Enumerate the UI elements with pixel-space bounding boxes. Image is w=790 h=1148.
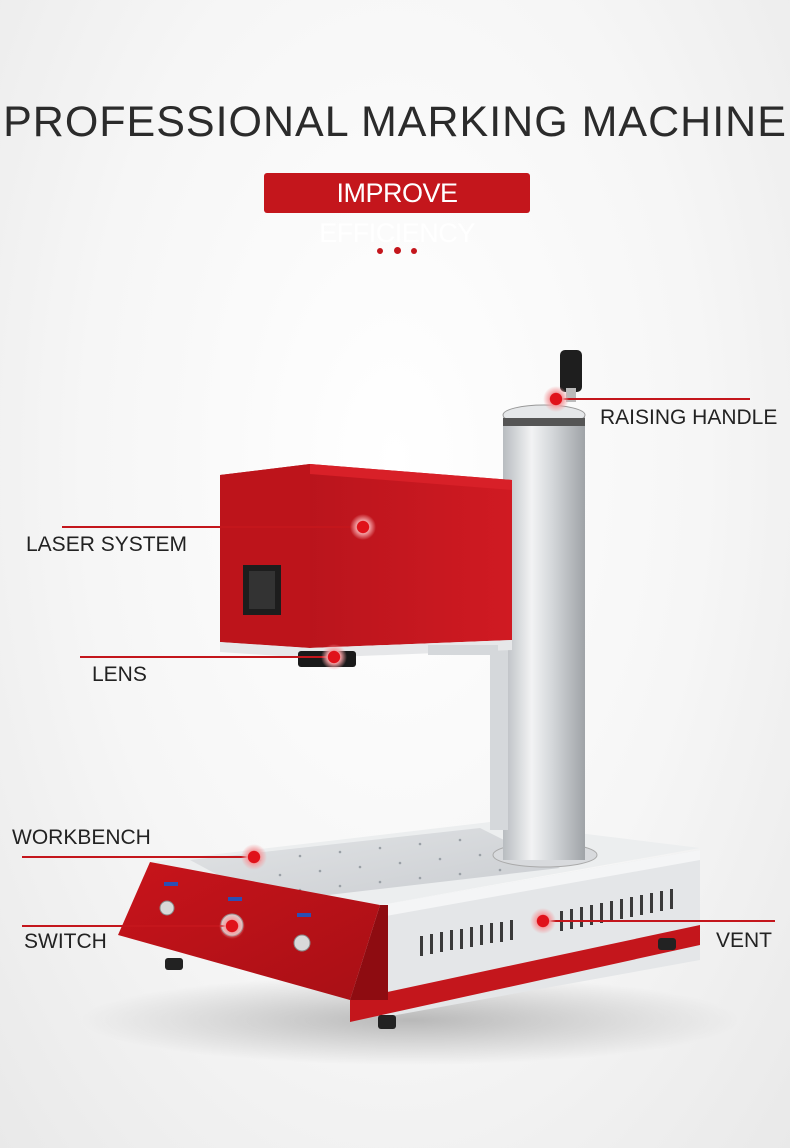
dot-icon: [411, 248, 417, 254]
callout-laser-system: LASER SYSTEM: [26, 533, 188, 556]
decorative-dots: [377, 247, 417, 255]
callout-lens: LENS: [92, 663, 147, 686]
callout-raising-handle: RAISING HANDLE: [600, 406, 778, 429]
dot-icon: [394, 247, 401, 254]
callout-switch: SWITCH: [24, 930, 107, 953]
callout-workbench: WORKBENCH: [12, 826, 151, 849]
dot-icon: [377, 248, 383, 254]
page-title: PROFESSIONAL MARKING MACHINE: [3, 98, 787, 146]
callout-vent: VENT: [716, 929, 773, 952]
efficiency-badge: IMPROVE EFFICIENCY: [264, 173, 530, 248]
